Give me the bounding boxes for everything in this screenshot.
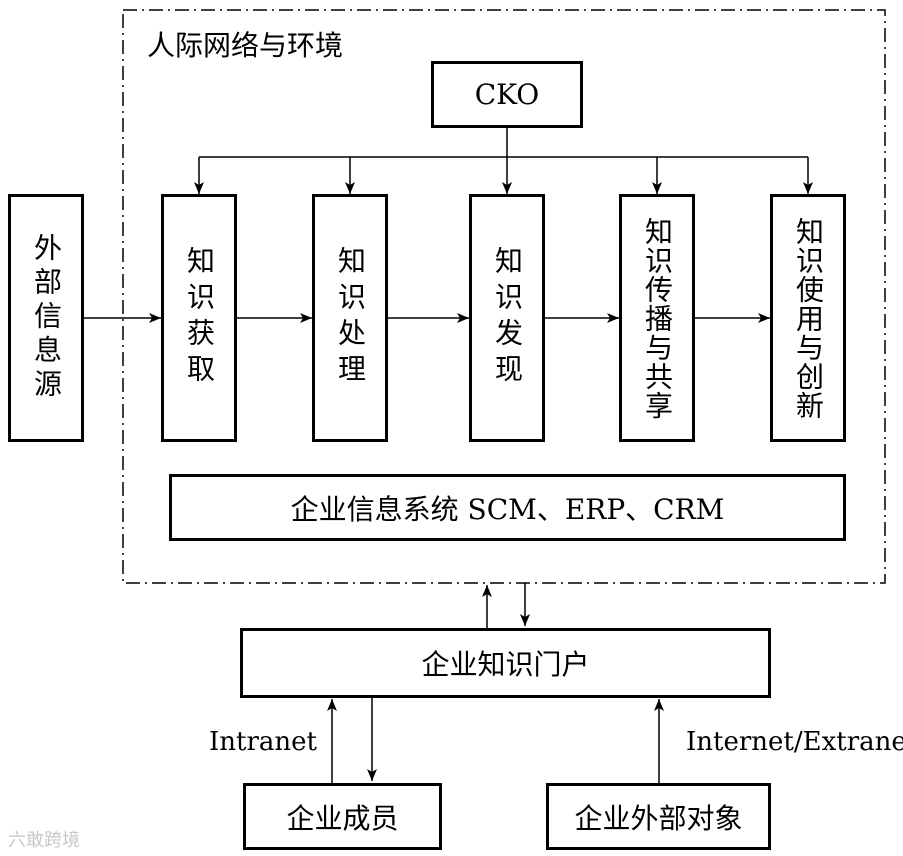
step-label: 知识发现	[491, 246, 524, 390]
external-source-label: 外部信息源	[30, 233, 63, 403]
step-label: 知识处理	[334, 246, 367, 390]
step-label: 知识使用与创新	[792, 216, 825, 420]
external-source-box: 外部信息源	[8, 194, 84, 442]
environment-boundary	[122, 9, 886, 584]
members-box: 企业成员	[243, 783, 442, 850]
portal-label: 企业知识门户	[421, 648, 590, 681]
step-knowledge-acquisition: 知识获取	[161, 194, 237, 442]
enterprise-system-box: 企业信息系统 SCM、ERP、CRM	[169, 474, 846, 541]
internet-extranet-label: Internet/Extranet	[686, 727, 903, 757]
watermark: 六敢跨境	[8, 830, 80, 851]
portal-box: 企业知识门户	[240, 628, 771, 698]
cko-box: CKO	[431, 61, 583, 128]
step-knowledge-innovation: 知识使用与创新	[770, 194, 846, 442]
enterprise-system-label: 企业信息系统 SCM、ERP、CRM	[290, 492, 725, 526]
step-knowledge-discovery: 知识发现	[469, 194, 545, 442]
step-label: 知识传播与共享	[641, 216, 674, 420]
cko-label: CKO	[474, 78, 540, 111]
environment-label: 人际网络与环境	[147, 29, 344, 62]
step-knowledge-processing: 知识处理	[312, 194, 388, 442]
step-label: 知识获取	[183, 246, 216, 390]
external-objects-label: 企业外部对象	[574, 801, 743, 835]
external-objects-box: 企业外部对象	[546, 783, 771, 850]
step-knowledge-sharing: 知识传播与共享	[619, 194, 695, 442]
members-label: 企业成员	[286, 801, 399, 835]
intranet-label: Intranet	[209, 727, 317, 757]
